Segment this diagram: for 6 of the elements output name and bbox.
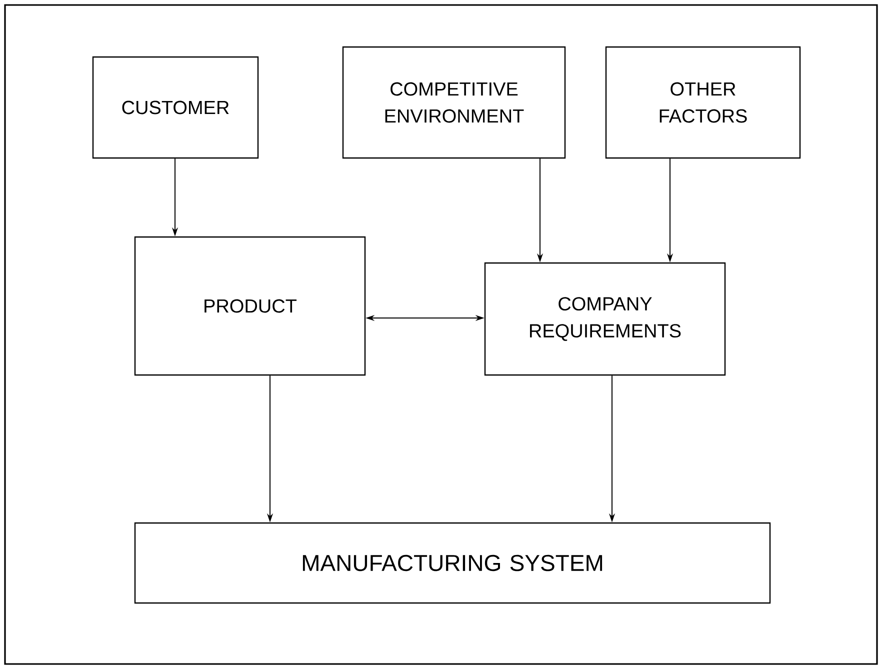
process-box: PRODUCT — [134, 236, 366, 376]
process-box: CUSTOMER — [92, 56, 259, 159]
process-box: OTHER FACTORS — [605, 46, 801, 159]
process-box: MANUFACTURING SYSTEM — [134, 522, 771, 604]
process-box: COMPETITIVE ENVIRONMENT — [342, 46, 566, 159]
process-box: COMPANY REQUIREMENTS — [484, 262, 726, 376]
